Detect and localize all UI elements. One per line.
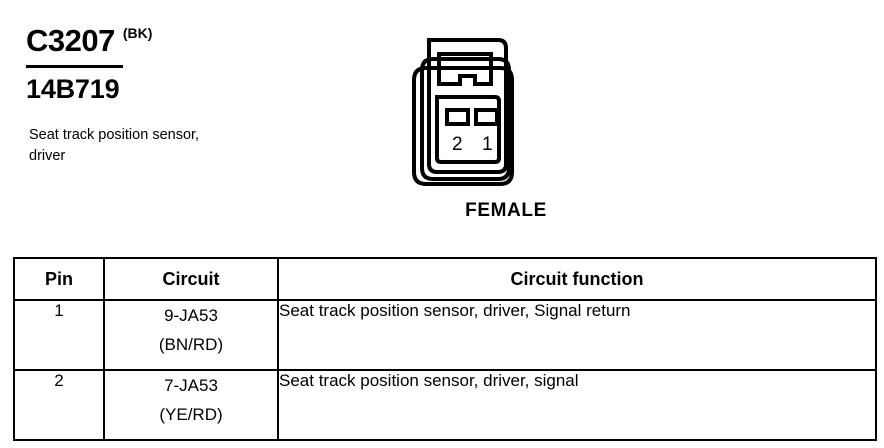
connector-cavity-2 xyxy=(445,108,470,126)
column-header-pin: Pin xyxy=(13,257,105,301)
connector-inner-housing xyxy=(427,38,508,174)
connector-description: Seat track position sensor, driver xyxy=(29,127,200,164)
connector-figure: 2 1 FEMALE xyxy=(392,22,546,222)
connector-part-number: 14B719 xyxy=(26,74,120,104)
connector-code-row: C3207 (BK) xyxy=(26,23,246,68)
cavity-label-2: 2 xyxy=(452,134,463,155)
column-header-circuit-function: Circuit function xyxy=(277,257,877,301)
connector-identification-block: C3207 (BK) 14B719 Seat track position sen… xyxy=(26,23,246,164)
cell-circuit: 9-JA53 (BN/RD) xyxy=(103,299,279,371)
column-header-circuit: Circuit xyxy=(103,257,279,301)
connector-color-code: (BK) xyxy=(122,25,153,41)
cell-circuit-function: Seat track position sensor, driver, Sign… xyxy=(277,299,877,371)
cavity-label-1: 1 xyxy=(482,134,493,155)
circuit-code: 7-JA53 xyxy=(164,376,218,395)
table-header-row: Pin Circuit Circuit function xyxy=(13,257,877,301)
pinout-table-header: Pin Circuit Circuit function xyxy=(13,257,877,301)
pinout-table: Pin Circuit Circuit function 1 9-JA53 (B… xyxy=(13,257,877,441)
cell-circuit-function: Seat track position sensor, driver, sign… xyxy=(277,369,877,441)
connector-female-2-cavity-icon: 2 1 xyxy=(412,38,514,186)
cell-pin: 1 xyxy=(13,299,105,371)
connector-code-underline xyxy=(26,65,123,68)
circuit-code: 9-JA53 xyxy=(164,306,218,325)
connector-latch-keyway xyxy=(437,52,493,86)
cell-circuit: 7-JA53 (YE/RD) xyxy=(103,369,279,441)
table-row: 1 9-JA53 (BN/RD) Seat track position sen… xyxy=(13,299,877,371)
cell-pin: 2 xyxy=(13,369,105,441)
pinout-table-body: 1 9-JA53 (BN/RD) Seat track position sen… xyxy=(13,299,877,441)
circuit-color: (BN/RD) xyxy=(158,335,224,354)
connector-code: C3207 xyxy=(26,23,115,58)
table-row: 2 7-JA53 (YE/RD) Seat track position sen… xyxy=(13,369,877,441)
connector-gender-label: FEMALE xyxy=(465,200,547,221)
connector-cavity-block xyxy=(435,95,501,164)
connector-cavity-1 xyxy=(474,108,499,126)
circuit-color: (YE/RD) xyxy=(159,405,223,424)
